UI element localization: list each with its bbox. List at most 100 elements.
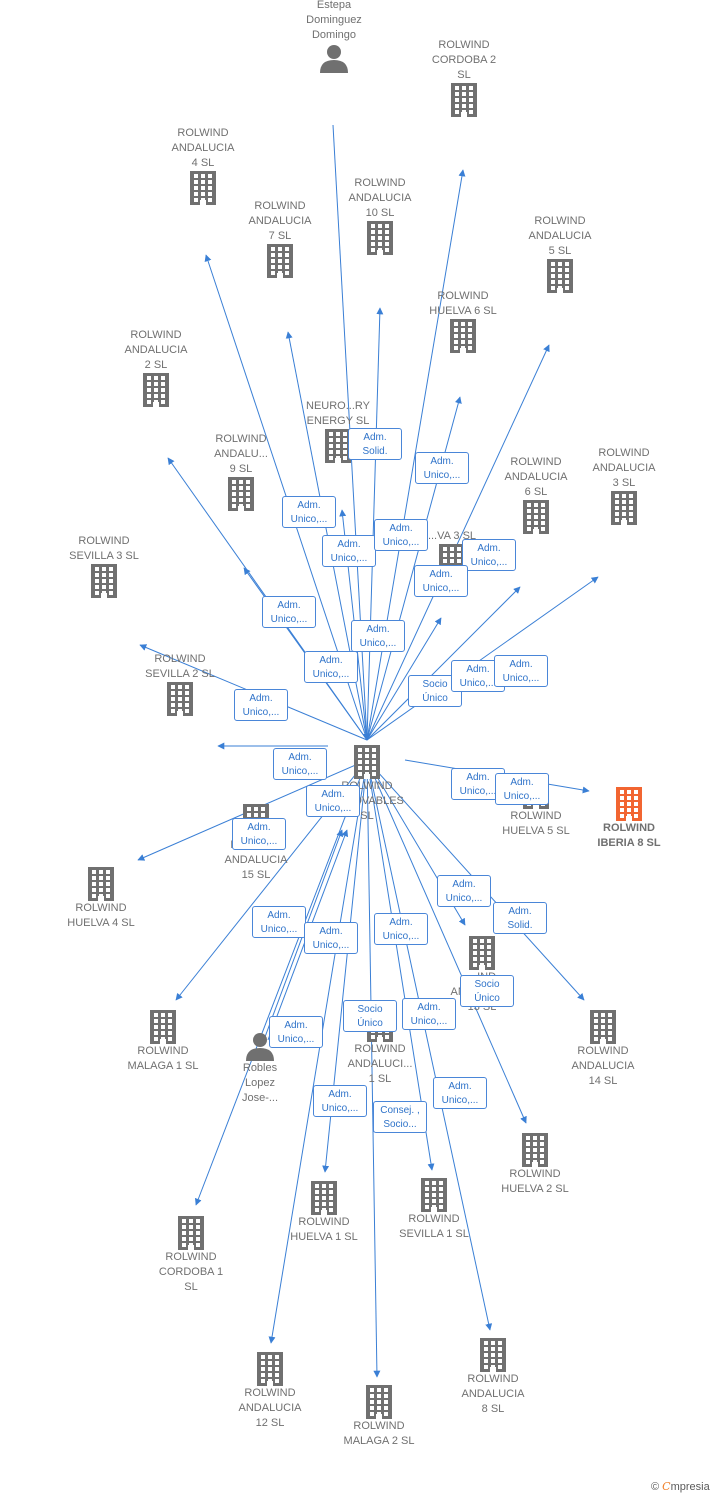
node-huelva2[interactable]: ROLWIND HUELVA 2 SL — [480, 1133, 590, 1197]
node-iberia8[interactable]: ROLWIND IBERIA 8 SL — [574, 787, 684, 851]
building-icon — [267, 244, 293, 278]
node-label: ROLWIND IBERIA 8 SL — [597, 822, 661, 849]
relation-label[interactable]: Consej. , Socio... — [373, 1101, 427, 1133]
node-sevilla1[interactable]: ROLWIND SEVILLA 1 SL — [379, 1178, 489, 1242]
node-label: ROLWIND ANDALU... 9 SL — [214, 433, 268, 475]
building-icon — [480, 1338, 506, 1372]
node-label: ROLWIND SEVILLA 1 SL — [399, 1213, 469, 1240]
node-and4[interactable]: ROLWIND ANDALUCIA 4 SL — [148, 126, 258, 205]
relation-label[interactable]: Adm. Unico,... — [374, 913, 428, 945]
relation-label[interactable]: Adm. Unico,... — [304, 651, 358, 683]
node-and3[interactable]: ROLWIND ANDALUCIA 3 SL — [569, 446, 679, 525]
relation-edge — [366, 759, 493, 1331]
relation-label[interactable]: Socio Único — [343, 1000, 397, 1032]
relation-label[interactable]: Adm. Unico,... — [234, 689, 288, 721]
node-and14[interactable]: ROLWIND ANDALUCIA 14 SL — [548, 1010, 658, 1089]
node-and2[interactable]: ROLWIND ANDALUCIA 2 SL — [101, 328, 211, 407]
node-label: ROLWIND MALAGA 2 SL — [343, 1420, 415, 1447]
node-and7[interactable]: ROLWIND ANDALUCIA 7 SL — [225, 199, 335, 278]
building-icon — [450, 319, 476, 353]
relation-label[interactable]: Adm. Unico,... — [495, 773, 549, 805]
node-label: ROLWIND ANDALUCI... 1 SL — [347, 1043, 413, 1085]
building-icon — [590, 1010, 616, 1044]
node-malaga2[interactable]: ROLWIND MALAGA 2 SL — [324, 1385, 434, 1449]
relation-label[interactable]: Adm. Unico,... — [437, 875, 491, 907]
node-label: ROLWIND ANDALUCIA 6 SL — [504, 456, 568, 498]
node-estepa[interactable]: Estepa Dominguez Domingo — [279, 0, 389, 73]
building-icon — [150, 1010, 176, 1044]
relation-label[interactable]: Adm. Solid. — [348, 428, 402, 460]
relation-label[interactable]: Adm. Unico,... — [306, 785, 360, 817]
node-and8[interactable]: ROLWIND ANDALUCIA 8 SL — [438, 1338, 548, 1417]
building-icon — [143, 373, 169, 407]
relation-label[interactable]: Adm. Solid. — [493, 902, 547, 934]
node-label: ROLWIND HUELVA 6 SL — [429, 290, 497, 317]
node-label: ROLWIND HUELVA 5 SL — [502, 810, 570, 837]
node-label: ROLWIND ANDALUCIA 5 SL — [528, 215, 592, 257]
relation-edge — [366, 617, 442, 741]
relation-label[interactable]: Socio Único — [460, 975, 514, 1007]
node-huelva4[interactable]: ROLWIND HUELVA 4 SL — [46, 867, 156, 931]
node-label: ROLWIND MALAGA 1 SL — [127, 1045, 199, 1072]
node-cordoba2[interactable]: ROLWIND CORDOBA 2 SL — [409, 38, 519, 117]
relation-label[interactable]: Adm. Unico,... — [313, 1085, 367, 1117]
relation-label[interactable]: Adm. Unico,... — [433, 1077, 487, 1109]
empresia-brand[interactable]: © Cmpresia — [651, 1480, 710, 1493]
building-icon — [421, 1178, 447, 1212]
node-neuro[interactable]: NEURO...RY ENERGY SL — [283, 399, 393, 463]
node-label: ROLWIND ANDALUCIA 3 SL — [592, 447, 656, 489]
node-malaga1[interactable]: ROLWIND MALAGA 1 SL — [108, 1010, 218, 1074]
node-and9[interactable]: ROLWIND ANDALU... 9 SL — [186, 432, 296, 511]
building-icon — [190, 171, 216, 205]
node-huelva6[interactable]: ROLWIND HUELVA 6 SL — [408, 289, 518, 353]
building-icon — [88, 867, 114, 901]
building-icon — [354, 745, 380, 779]
node-and10[interactable]: ROLWIND ANDALUCIA 10 SL — [325, 176, 435, 255]
node-and5[interactable]: ROLWIND ANDALUCIA 5 SL — [505, 214, 615, 293]
node-label: ROLWIND ANDALUCIA 2 SL — [124, 329, 188, 371]
building-icon — [228, 477, 254, 511]
building-icon — [366, 1385, 392, 1419]
relation-label[interactable]: Adm. Unico,... — [402, 998, 456, 1030]
building-icon — [522, 1133, 548, 1167]
relation-edge — [366, 586, 521, 741]
relation-label[interactable]: Adm. Unico,... — [304, 922, 358, 954]
relation-label[interactable]: Adm. Unico,... — [374, 519, 428, 551]
node-label: ROLWIND ANDALUCIA 12 SL — [238, 1387, 302, 1429]
relation-edge — [366, 307, 384, 741]
node-cordoba1[interactable]: ROLWIND CORDOBA 1 SL — [136, 1216, 246, 1295]
node-label: ROLWIND CORDOBA 2 SL — [431, 39, 497, 81]
relation-label[interactable]: Adm. Unico,... — [462, 539, 516, 571]
relation-label[interactable]: Adm. Unico,... — [322, 535, 376, 567]
building-icon — [257, 1352, 283, 1386]
relation-label[interactable]: Adm. Unico,... — [414, 565, 468, 597]
node-huelva1[interactable]: ROLWIND HUELVA 1 SL — [269, 1181, 379, 1245]
relation-edge — [268, 759, 368, 1344]
node-sevilla2[interactable]: ROLWIND SEVILLA 2 SL — [125, 652, 235, 716]
building-icon — [616, 787, 642, 821]
building-icon — [451, 83, 477, 117]
relation-label[interactable]: Adm. Unico,... — [269, 1016, 323, 1048]
relation-label[interactable]: Adm. Unico,... — [282, 496, 336, 528]
node-sevilla3[interactable]: ROLWIND SEVILLA 3 SL — [49, 534, 159, 598]
node-and6[interactable]: ROLWIND ANDALUCIA 6 SL — [481, 455, 591, 534]
building-icon — [523, 500, 549, 534]
node-label: ROLWIND ANDALUCIA 7 SL — [248, 200, 312, 242]
building-icon — [611, 491, 637, 525]
node-and12[interactable]: ROLWIND ANDALUCIA 12 SL — [215, 1352, 325, 1431]
node-label: ROLWIND SEVILLA 3 SL — [69, 535, 139, 562]
node-robles[interactable]: Robles Lopez Jose-... — [205, 1031, 315, 1106]
relation-label[interactable]: Adm. Unico,... — [232, 818, 286, 850]
center-node[interactable]: ROLWIND RENOVABLES SL — [312, 745, 422, 824]
relation-label[interactable]: Adm. Unico,... — [351, 620, 405, 652]
relation-edge — [366, 344, 550, 741]
relation-label[interactable]: Adm. Unico,... — [273, 748, 327, 780]
relation-label[interactable]: Adm. Unico,... — [262, 596, 316, 628]
relation-label[interactable]: Adm. Unico,... — [252, 906, 306, 938]
relation-label[interactable]: Adm. Unico,... — [415, 452, 469, 484]
building-icon — [469, 936, 495, 970]
node-label: ROLWIND CORDOBA 1 SL — [158, 1251, 224, 1293]
node-label: ROLWIND HUELVA 2 SL — [501, 1168, 569, 1195]
relation-edge — [366, 759, 381, 1378]
relation-label[interactable]: Adm. Unico,... — [494, 655, 548, 687]
